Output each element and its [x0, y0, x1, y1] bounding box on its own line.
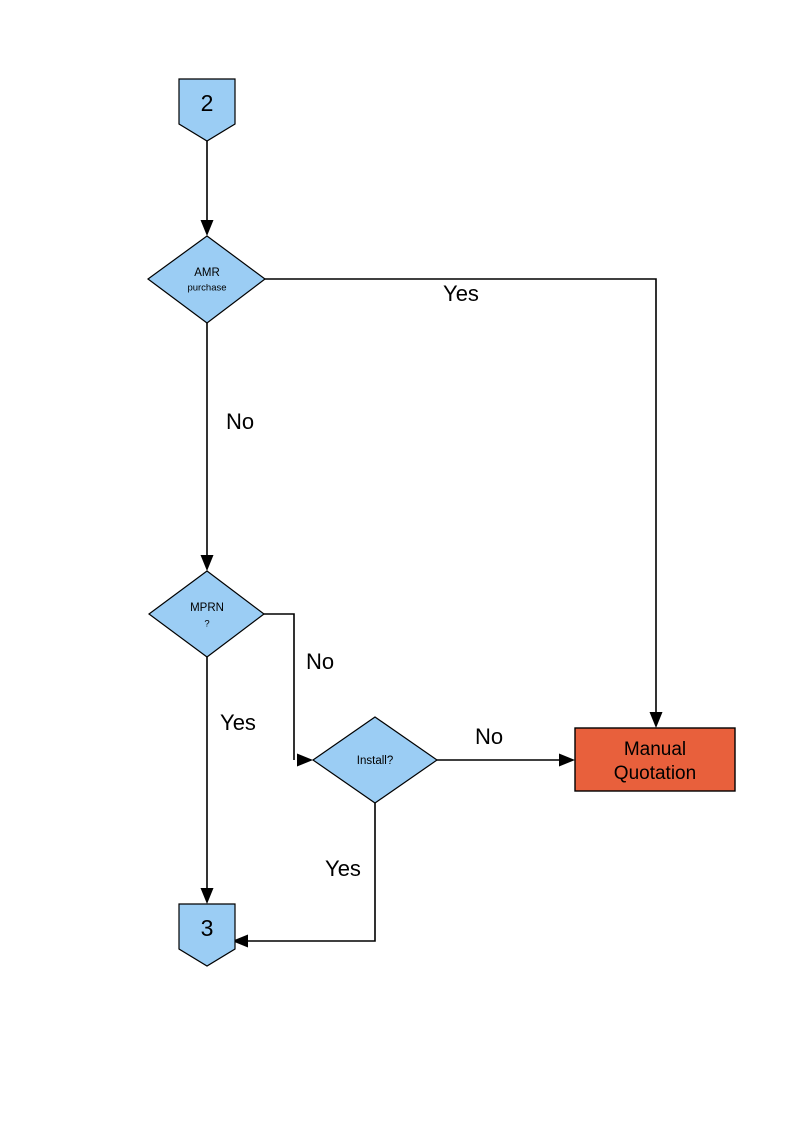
edge-label-mprn-no: No: [306, 649, 334, 674]
edge-mprn-no: [264, 613, 313, 767]
connector-start-label: 2: [201, 90, 214, 116]
connector-end-label: 3: [201, 915, 214, 941]
connector-end[interactable]: 3: [178, 903, 236, 967]
decision-amr[interactable]: AMR purchase: [146, 235, 267, 324]
edge-label-mprn-yes: Yes: [220, 710, 256, 735]
connector-end-shape[interactable]: [178, 903, 236, 967]
connector-start[interactable]: 2: [178, 78, 236, 142]
process-manual-quotation-label-line2: Quotation: [614, 763, 696, 784]
decision-install-label: Install?: [357, 755, 393, 767]
arrowhead-down: [200, 555, 214, 571]
arrowhead-right: [559, 753, 575, 767]
edge-install-no: [437, 753, 575, 767]
edge-mprn-yes: [200, 657, 214, 904]
decision-mprn-label-line1: MPRN: [190, 602, 224, 614]
edge-start-to-amr: [200, 141, 214, 236]
decision-amr-shape[interactable]: [146, 235, 267, 324]
decision-mprn[interactable]: MPRN ?: [147, 570, 265, 658]
edge-label-amr-no: No: [226, 409, 254, 434]
decision-install[interactable]: Install?: [311, 716, 439, 804]
edge-amr-no: [200, 323, 214, 571]
decision-install-shape[interactable]: [311, 716, 439, 804]
process-manual-quotation[interactable]: Manual Quotation: [574, 727, 736, 792]
edge-label-install-no: No: [475, 724, 503, 749]
decision-mprn-label-line2: ?: [204, 619, 209, 630]
arrowhead-left: [232, 934, 248, 948]
edge-label-install-yes: Yes: [325, 856, 361, 881]
edge-install-yes: [232, 803, 376, 948]
edge-label-amr-yes: Yes: [443, 281, 479, 306]
edge-amr-yes: [265, 278, 663, 728]
decision-mprn-shape[interactable]: [147, 570, 265, 658]
decision-amr-label-line2: purchase: [187, 283, 226, 294]
process-manual-quotation-label-line1: Manual: [624, 739, 686, 760]
process-manual-quotation-shape[interactable]: [574, 727, 736, 792]
decision-amr-label-line1: AMR: [194, 267, 220, 279]
connector-start-shape[interactable]: [178, 78, 236, 142]
arrowhead-down: [200, 220, 214, 236]
arrowhead-right: [297, 753, 313, 767]
arrowhead-down: [649, 712, 663, 728]
arrowhead-down: [200, 888, 214, 904]
